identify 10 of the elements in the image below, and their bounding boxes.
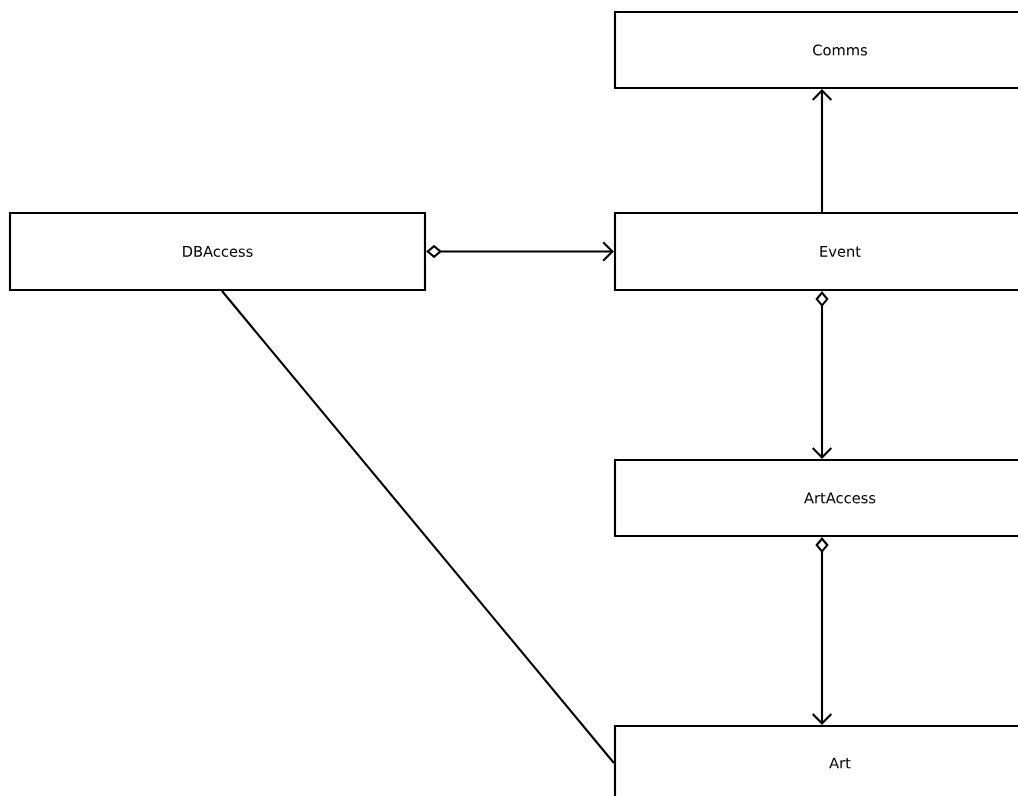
class-box: Art [613, 724, 1018, 796]
class-box: DBAccess [8, 211, 427, 292]
class-box: Comms [613, 10, 1018, 90]
class-box: Event [613, 211, 1018, 292]
arrow [811, 291, 833, 459]
arrow [811, 537, 833, 725]
arrow [426, 241, 614, 262]
arrow [811, 89, 833, 212]
class-box: ArtAccess [613, 458, 1018, 538]
connector-line [221, 290, 615, 764]
